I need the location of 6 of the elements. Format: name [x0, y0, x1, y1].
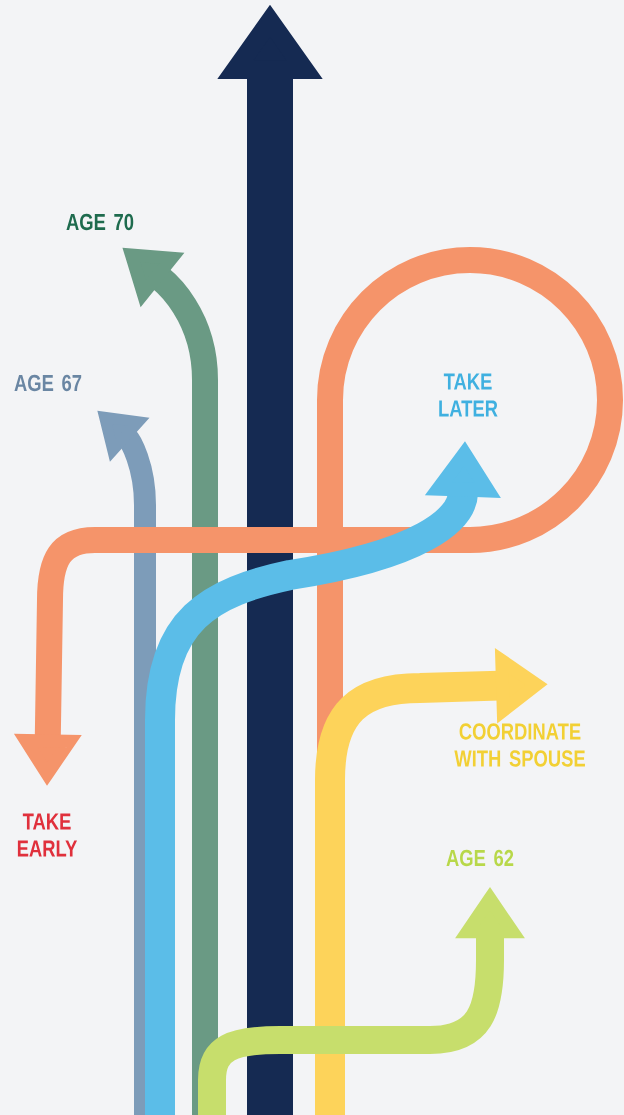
arrow-label: AGE 70: [66, 213, 134, 231]
arrow-label: AGE 62: [446, 849, 514, 867]
arrow-label: AGE 67: [14, 374, 82, 392]
arrow-label: COORDINATE WITH SPOUSE: [454, 723, 585, 767]
arrow-label: TAKE EARLY: [17, 813, 78, 857]
arrow-label: TAKE LATER: [439, 373, 498, 417]
